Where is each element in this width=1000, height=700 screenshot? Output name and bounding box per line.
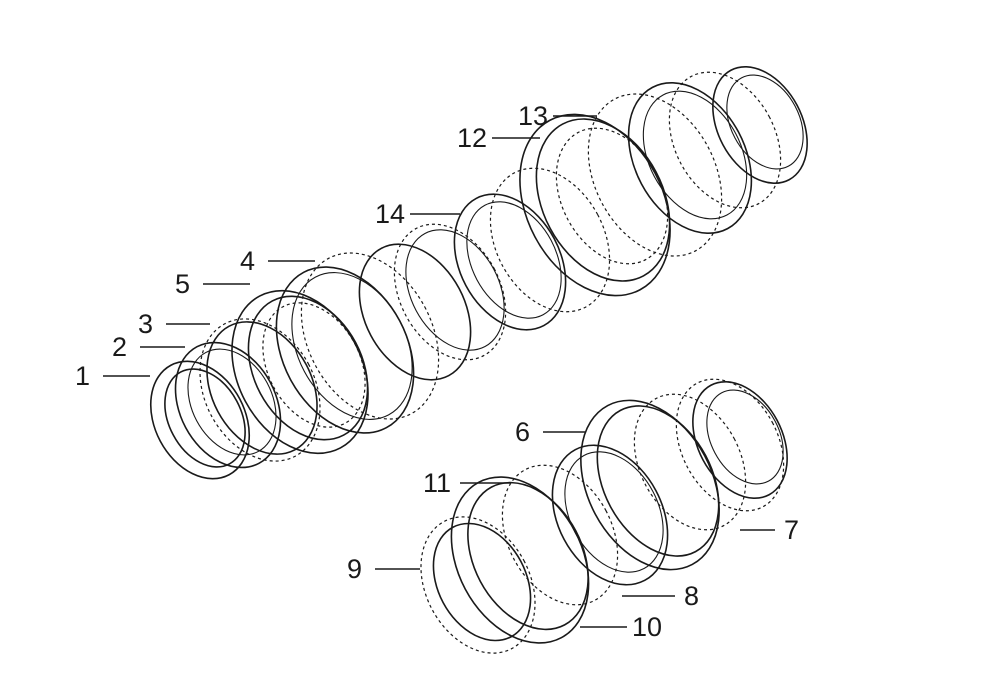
part-10-11-sleeve <box>450 464 619 644</box>
part-3-toothed-ring <box>199 318 321 462</box>
middle-rings <box>358 223 507 381</box>
label-6: 6 <box>515 417 530 447</box>
part-1-ring <box>149 360 251 480</box>
label-12: 12 <box>457 123 487 153</box>
part-12-sleeve <box>519 113 671 297</box>
part-9-toothed-ring <box>420 516 536 654</box>
leader-lines <box>103 115 775 628</box>
part-5-sleeve <box>231 289 369 455</box>
part-14-ring <box>453 167 611 331</box>
label-2: 2 <box>112 332 127 362</box>
lower-assembly <box>420 378 788 654</box>
label-9: 9 <box>347 554 362 584</box>
label-4: 4 <box>240 246 255 276</box>
upper-assembly <box>149 66 808 480</box>
label-10: 10 <box>632 612 662 642</box>
label-7: 7 <box>784 515 799 545</box>
label-5: 5 <box>175 269 190 299</box>
part-6-sleeve <box>580 393 747 571</box>
label-11: 11 <box>423 468 451 498</box>
callout-labels: 1 2 3 4 5 6 7 8 9 10 11 12 13 14 <box>75 101 799 642</box>
part-7-hub <box>675 378 788 512</box>
part-8-ring <box>551 444 669 586</box>
label-14: 14 <box>375 199 405 229</box>
part-2-ring <box>174 341 282 469</box>
label-3: 3 <box>138 309 153 339</box>
label-1: 1 <box>75 361 90 391</box>
part-13-hub <box>587 66 808 257</box>
label-8: 8 <box>684 581 699 611</box>
label-13: 13 <box>518 101 548 131</box>
part-4-hub <box>275 252 440 434</box>
